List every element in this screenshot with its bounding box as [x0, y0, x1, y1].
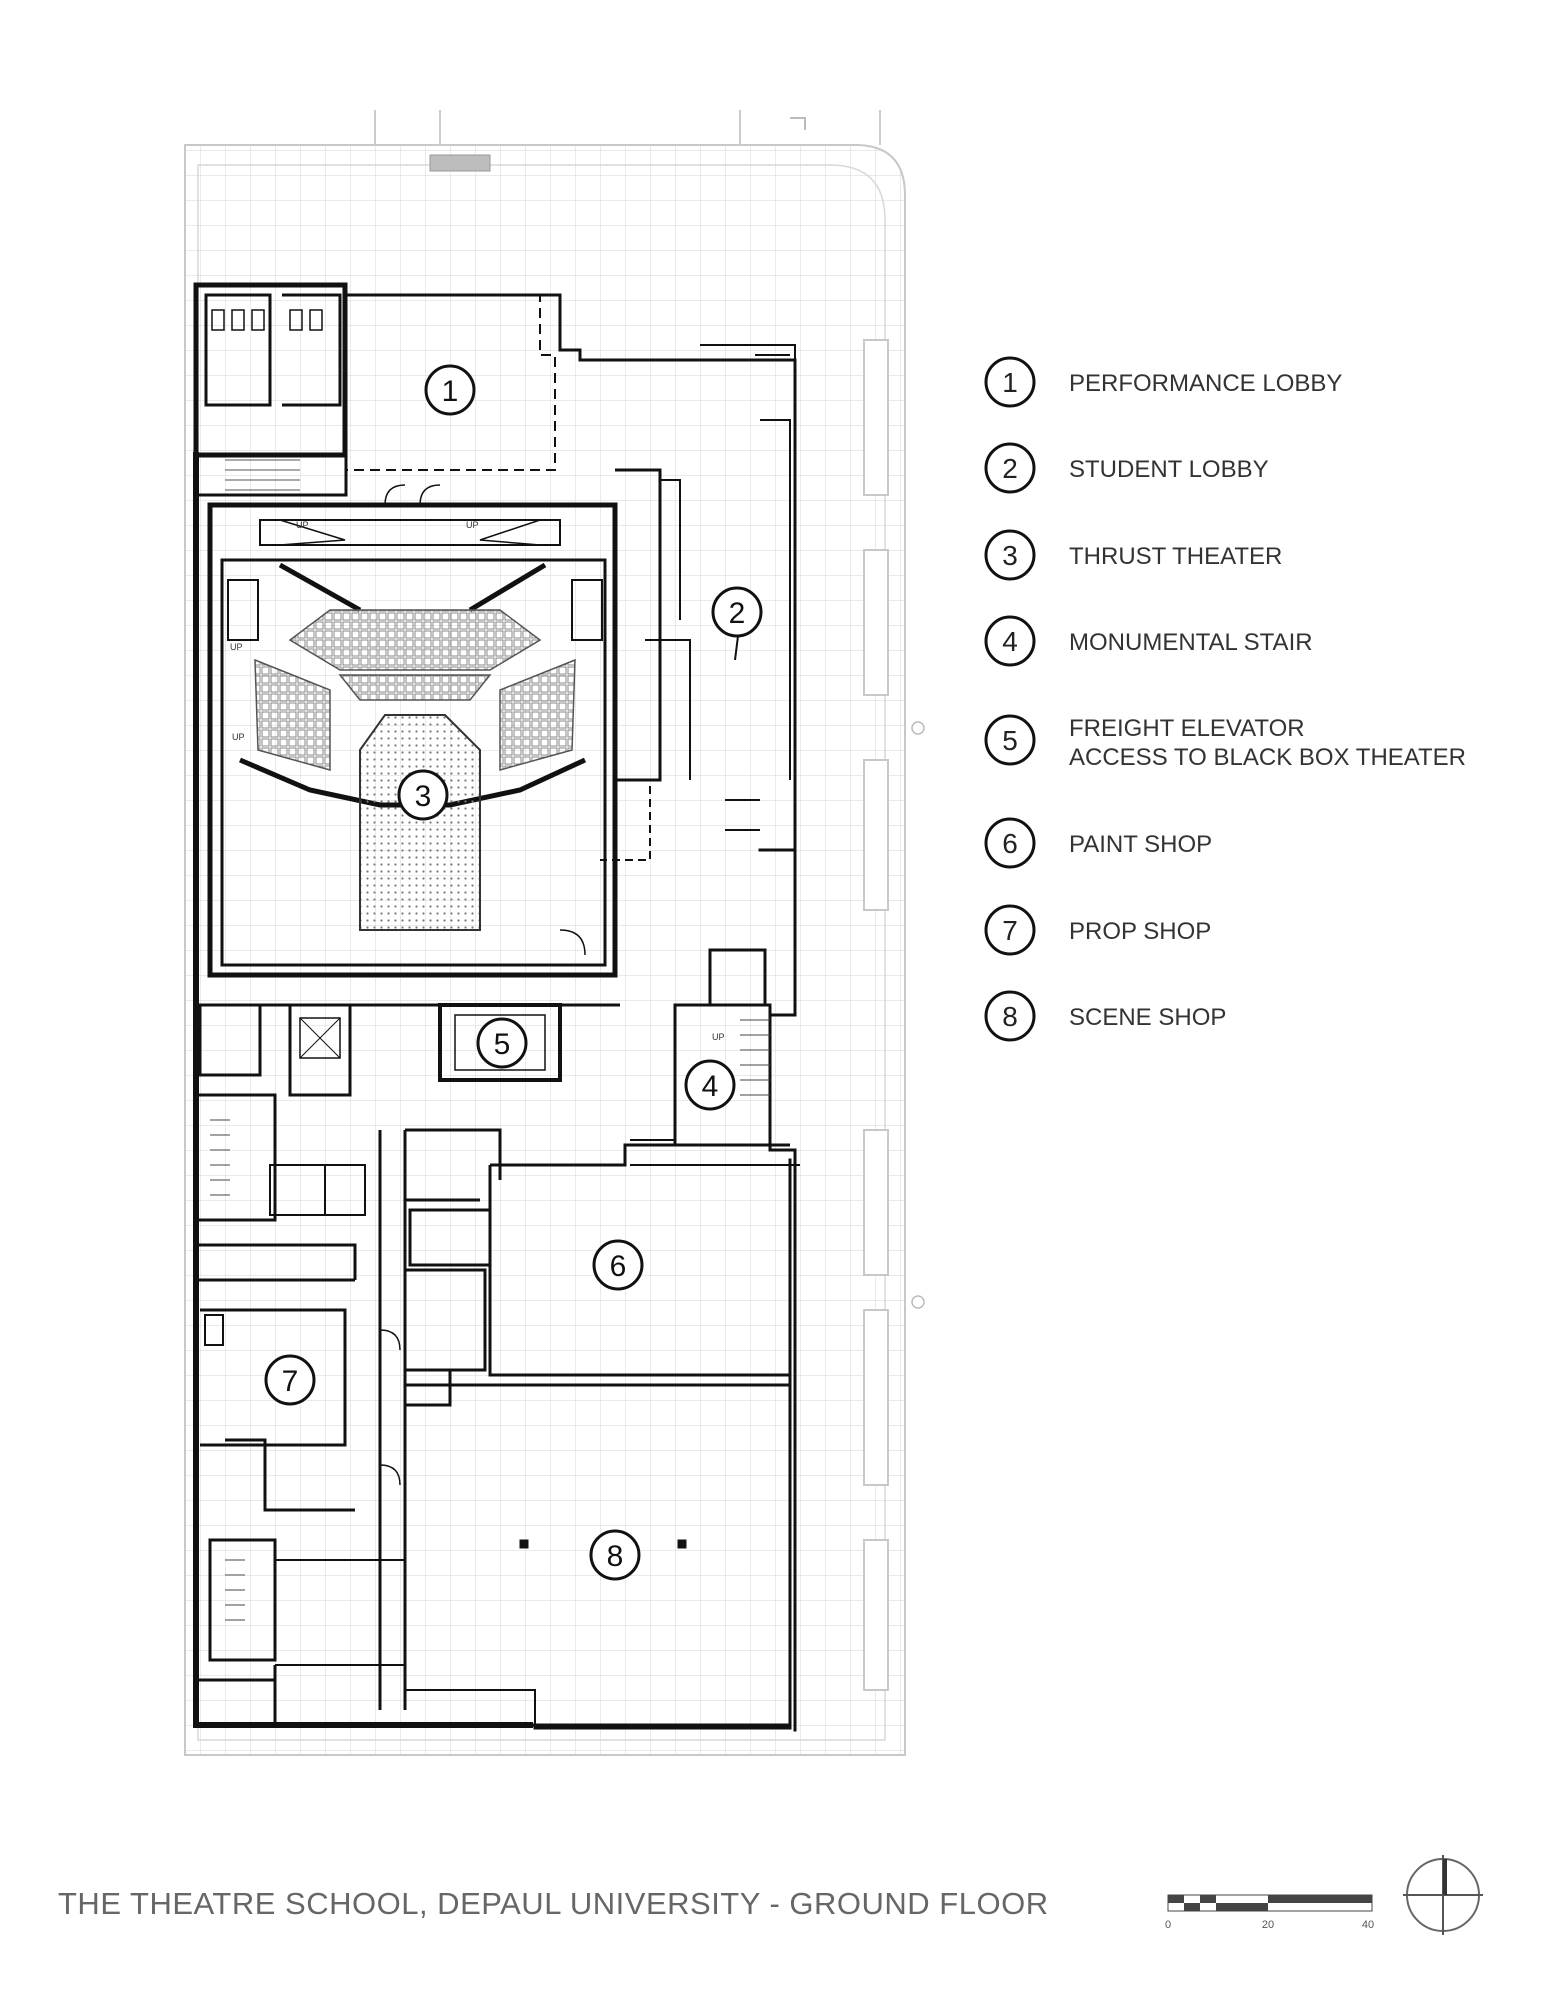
legend-number: 7: [1002, 915, 1018, 946]
scale-label-0: 0: [1165, 1919, 1171, 1931]
stair-up-marker: UP: [466, 520, 479, 530]
room-number: 2: [729, 597, 746, 630]
legend-label: PAINT SHOP: [1069, 831, 1212, 858]
stair-up-marker: UP: [230, 642, 243, 652]
room-callouts: 1 2 3 4 5 6 7 8: [264, 364, 763, 1581]
scale-label-20: 20: [1262, 1919, 1274, 1931]
room-callout-4: 4: [684, 1059, 736, 1111]
room-callout-6: 6: [592, 1239, 644, 1291]
legend-item-6: 6 PAINT SHOP: [984, 817, 1212, 869]
room-callout-3: 3: [397, 769, 449, 821]
room-number: 7: [282, 1365, 299, 1398]
stair-up-marker: UP: [712, 1032, 725, 1042]
room-callout-8: 8: [589, 1529, 641, 1581]
legend-number: 6: [1002, 828, 1018, 859]
legend-label-line-2: ACCESS TO BLACK BOX THEATER: [1069, 744, 1466, 771]
legend-label: THRUST THEATER: [1069, 543, 1282, 570]
room-callout-7: 7: [264, 1354, 316, 1406]
room-number: 4: [702, 1070, 719, 1103]
legend-number: 2: [1002, 453, 1018, 484]
legend-item-7: 7 PROP SHOP: [984, 904, 1211, 956]
room-number: 1: [442, 375, 459, 408]
legend: 1 PERFORMANCE LOBBY 2 STUDENT LOBBY 3 TH…: [984, 356, 1466, 1042]
legend-label: MONUMENTAL STAIR: [1069, 629, 1313, 656]
interior-walls: [194, 293, 800, 1728]
legend-number: 5: [1002, 725, 1018, 756]
legend-item-8: 8 SCENE SHOP: [984, 990, 1226, 1042]
legend-number: 3: [1002, 540, 1018, 571]
room-callout-5: 5: [476, 1017, 528, 1069]
legend-label: STUDENT LOBBY: [1069, 456, 1269, 483]
legend-label: PERFORMANCE LOBBY: [1069, 370, 1342, 397]
stair-markers: UP UP UP UP UP: [230, 520, 725, 1042]
scale-label-40: 40: [1362, 1919, 1374, 1931]
site-paving: [184, 110, 925, 1756]
legend-label: FREIGHT ELEVATOR: [1069, 715, 1305, 742]
legend-item-5: 5 FREIGHT ELEVATOR ACCESS TO BLACK BOX T…: [984, 714, 1466, 771]
legend-label: PROP SHOP: [1069, 918, 1211, 945]
scale-bar-icon: 0 20 40: [1165, 1894, 1374, 1931]
legend-number: 8: [1002, 1001, 1018, 1032]
room-number: 8: [607, 1540, 624, 1573]
legend-item-3: 3 THRUST THEATER: [984, 529, 1282, 581]
north-arrow-icon: [1403, 1855, 1483, 1935]
legend-item-4: 4 MONUMENTAL STAIR: [984, 615, 1313, 667]
room-callout-1: 1: [424, 364, 476, 416]
room-number: 6: [610, 1250, 627, 1283]
legend-number: 1: [1002, 367, 1018, 398]
legend-item-2: 2 STUDENT LOBBY: [984, 442, 1269, 494]
drawing-title: THE THEATRE SCHOOL, DEPAUL UNIVERSITY - …: [58, 1886, 1049, 1921]
legend-number: 4: [1002, 626, 1018, 657]
legend-item-1: 1 PERFORMANCE LOBBY: [984, 356, 1342, 408]
stair-up-marker: UP: [232, 732, 245, 742]
stair-up-marker: UP: [296, 520, 309, 530]
room-callout-2: 2: [711, 586, 763, 638]
legend-label: SCENE SHOP: [1069, 1004, 1226, 1031]
room-number: 3: [415, 780, 432, 813]
room-number: 5: [494, 1028, 511, 1061]
